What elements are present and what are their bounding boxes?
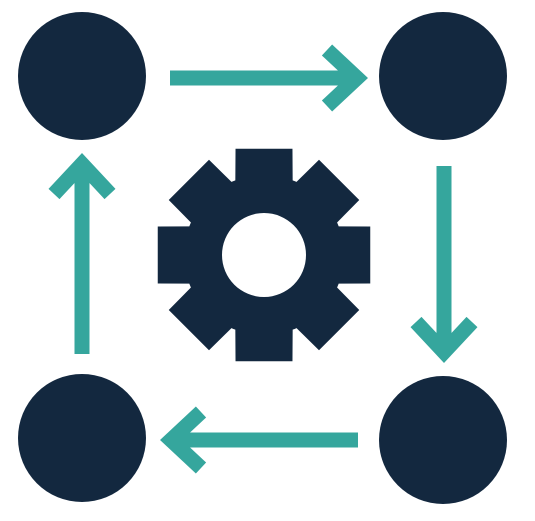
- node-top-left: [18, 12, 146, 140]
- arrow-right-icon: [170, 44, 368, 112]
- node-top-right: [379, 12, 507, 140]
- arrow-down-icon: [410, 166, 478, 363]
- arrow-up-icon: [48, 153, 116, 354]
- node-bottom-right: [379, 376, 507, 504]
- node-bottom-left: [18, 374, 146, 502]
- gear-icon: [157, 148, 371, 362]
- arrow-left-icon: [160, 406, 358, 474]
